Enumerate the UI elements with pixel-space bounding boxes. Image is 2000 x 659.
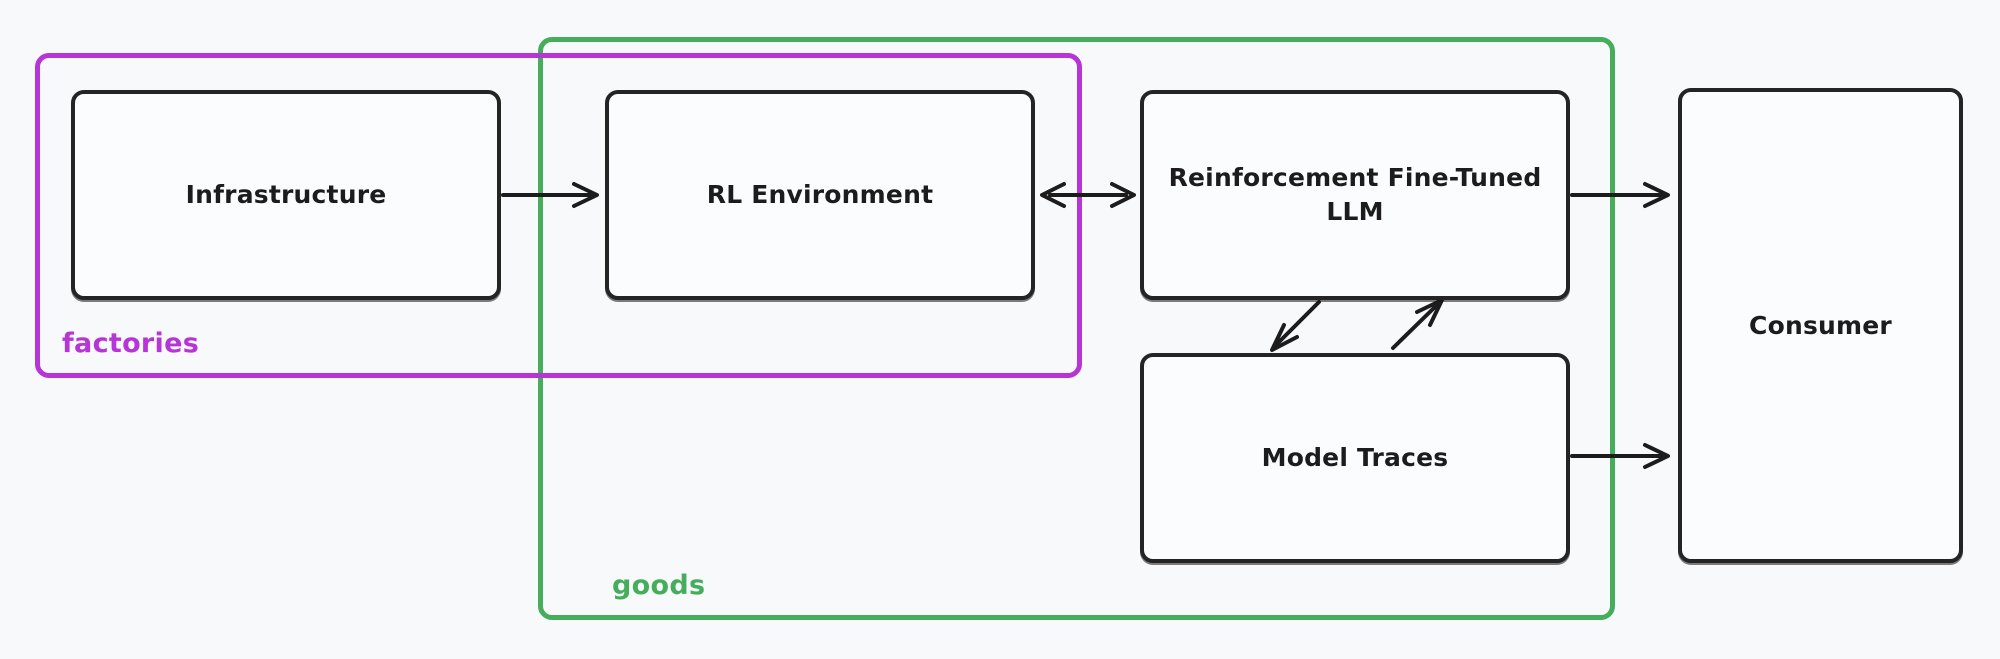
- node-rl-environment[interactable]: RL Environment: [605, 90, 1035, 300]
- edge-model-traces-to-rft-llm: [1391, 298, 1444, 350]
- node-label-rl-environment: RL Environment: [706, 180, 934, 210]
- node-label-line-1: Reinforcement Fine-Tuned: [1168, 163, 1542, 193]
- group-label-factories: factories: [62, 328, 200, 359]
- edge-rl-environment-to-rft-llm-bidirectional: [1040, 182, 1136, 208]
- node-label-model-traces: Model Traces: [1261, 443, 1449, 473]
- node-label-consumer: Consumer: [1749, 310, 1892, 340]
- node-infrastructure[interactable]: Infrastructure: [71, 90, 501, 300]
- node-label-reinforcement-fine-tuned-llm: Reinforcement Fine-Tuned LLM: [1155, 161, 1556, 229]
- node-consumer[interactable]: Consumer: [1678, 88, 1963, 563]
- node-model-traces[interactable]: Model Traces: [1140, 353, 1570, 563]
- edge-model-traces-to-consumer: [1570, 443, 1670, 469]
- edge-infrastructure-to-rl-environment: [501, 182, 599, 208]
- node-reinforcement-fine-tuned-llm[interactable]: Reinforcement Fine-Tuned LLM: [1140, 90, 1570, 300]
- edge-rft-llm-to-consumer: [1570, 182, 1670, 208]
- edge-rft-llm-to-model-traces: [1270, 300, 1321, 352]
- node-label-infrastructure: Infrastructure: [185, 180, 387, 210]
- group-label-goods: goods: [612, 570, 706, 601]
- node-label-line-2: LLM: [1326, 197, 1384, 226]
